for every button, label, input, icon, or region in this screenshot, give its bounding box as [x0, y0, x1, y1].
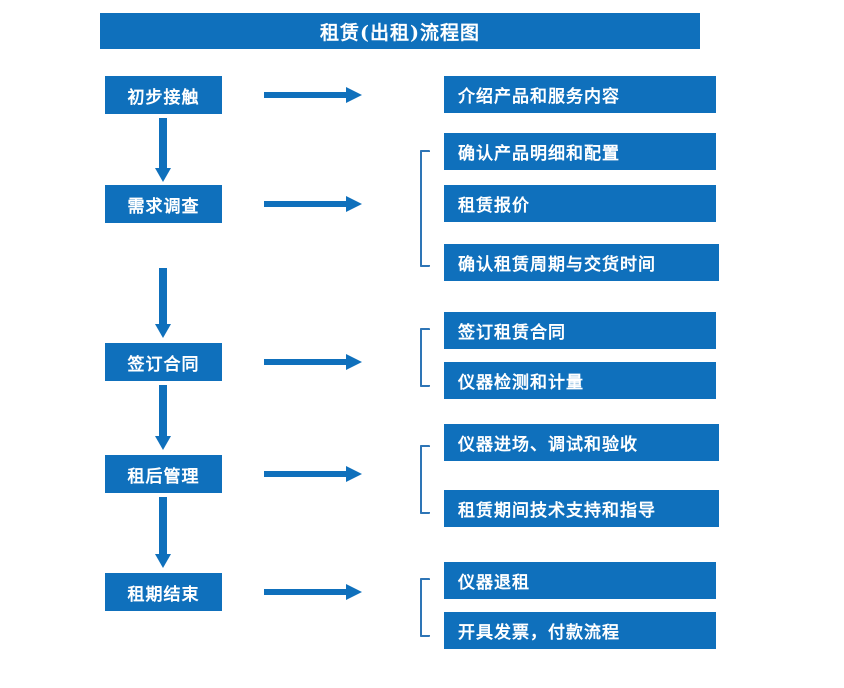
detail-box-invoice-payment[interactable]: 开具发票，付款流程	[444, 612, 716, 649]
vertical-arrow-3	[155, 385, 171, 450]
horizontal-arrow-5	[264, 584, 362, 600]
detail-box-confirm-product-details[interactable]: 确认产品明细和配置	[444, 133, 716, 170]
vertical-arrow-4	[155, 497, 171, 568]
bracket-sign-contract	[420, 328, 430, 387]
bracket-requirement-survey	[420, 150, 430, 267]
detail-box-sign-rental-contract[interactable]: 签订租赁合同	[444, 312, 716, 349]
bracket-rental-end	[420, 578, 430, 637]
detail-box-confirm-rental-period[interactable]: 确认租赁周期与交货时间	[444, 244, 719, 281]
horizontal-arrow-1	[264, 87, 362, 103]
horizontal-arrow-2	[264, 196, 362, 212]
stage-box-sign-contract[interactable]: 签订合同	[105, 343, 222, 381]
bracket-post-rental-management	[420, 445, 430, 514]
detail-box-instrument-inspection[interactable]: 仪器检测和计量	[444, 362, 716, 399]
horizontal-arrow-3	[264, 354, 362, 370]
horizontal-arrow-4	[264, 466, 362, 482]
vertical-arrow-1	[155, 118, 171, 182]
stage-box-initial-contact[interactable]: 初步接触	[105, 76, 222, 114]
stage-box-rental-end[interactable]: 租期结束	[105, 573, 222, 611]
detail-box-rental-quotation[interactable]: 租赁报价	[444, 185, 716, 222]
detail-box-instrument-return[interactable]: 仪器退租	[444, 562, 716, 599]
detail-box-introduce-products[interactable]: 介绍产品和服务内容	[444, 76, 716, 113]
diagram-title: 租赁(出租)流程图	[100, 13, 700, 49]
detail-box-instrument-entry-commissioning[interactable]: 仪器进场、调试和验收	[444, 424, 719, 461]
vertical-arrow-2	[155, 268, 171, 338]
detail-box-technical-support[interactable]: 租赁期间技术支持和指导	[444, 490, 719, 527]
stage-box-requirement-survey[interactable]: 需求调查	[105, 185, 222, 223]
stage-box-post-rental-management[interactable]: 租后管理	[105, 455, 222, 493]
